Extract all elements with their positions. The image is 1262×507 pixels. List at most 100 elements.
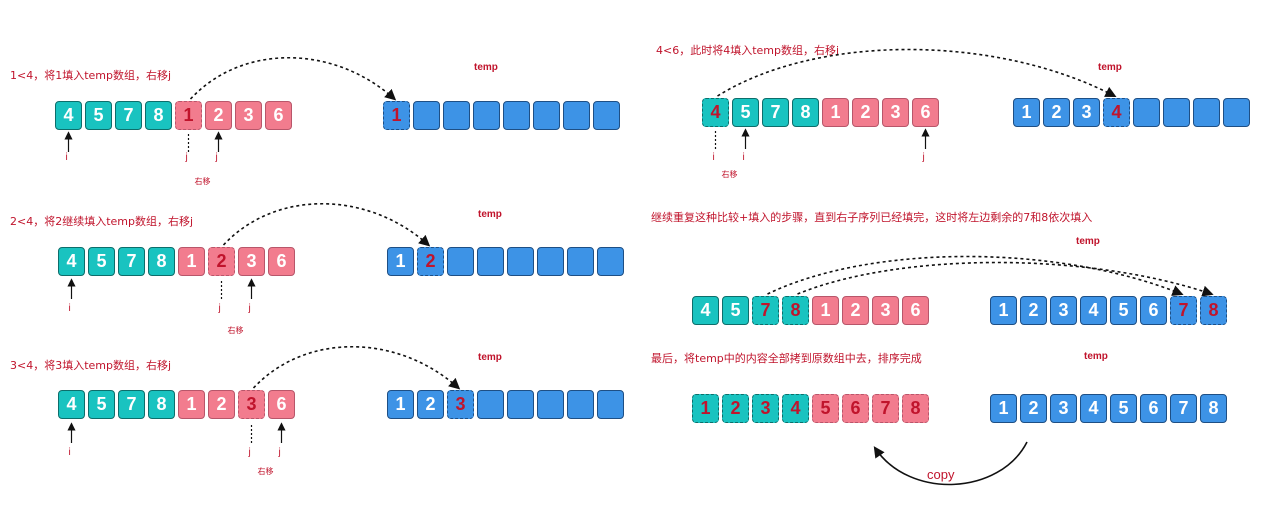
array-cell: 2 (722, 394, 749, 423)
temp-cell: 2 (1043, 98, 1070, 127)
array-cell: 5 (732, 98, 759, 127)
temp-cell: 1 (387, 390, 414, 419)
array-cell: 1 (692, 394, 719, 423)
temp-cell (473, 101, 500, 130)
temp-cell: 2 (1020, 296, 1047, 325)
pointer-label-i: i (712, 152, 715, 163)
array-cell: 1 (822, 98, 849, 127)
array-cell: 6 (842, 394, 869, 423)
temp-cell: 1 (1013, 98, 1040, 127)
array-cell: 4 (782, 394, 809, 423)
move-arrow (222, 202, 431, 247)
array-cell: 3 (882, 98, 909, 127)
shift-label: 右移 (227, 326, 244, 335)
temp-cell (507, 247, 534, 276)
step-caption: 4<6，此时将4填入temp数组，右移i (656, 44, 840, 57)
temp-cell (503, 101, 530, 130)
step-caption: 3<4，将3填入temp数组，右移j (10, 359, 172, 372)
array-cell: 2 (852, 98, 879, 127)
pointer-label-j: j (215, 152, 218, 163)
temp-cell: 6 (1140, 394, 1167, 423)
temp-cell (1133, 98, 1160, 127)
array-cell: 4 (55, 101, 82, 130)
temp-cell: 8 (1200, 394, 1227, 423)
array-cell: 7 (872, 394, 899, 423)
temp-cell: 8 (1200, 296, 1227, 325)
array-cell: 8 (902, 394, 929, 423)
temp-label: temp (1076, 236, 1100, 247)
array-cell: 6 (268, 247, 295, 276)
temp-cell (447, 247, 474, 276)
move-arrow (252, 345, 461, 390)
temp-cell: 7 (1170, 394, 1197, 423)
array-cell: 1 (178, 247, 205, 276)
temp-cell (477, 247, 504, 276)
temp-cell: 2 (417, 247, 444, 276)
temp-cell: 3 (447, 390, 474, 419)
array-cell: 8 (145, 101, 172, 130)
step-caption: 2<4，将2继续填入temp数组，右移j (10, 215, 194, 228)
temp-cell (477, 390, 504, 419)
array-cell: 2 (208, 247, 235, 276)
move-arrow (767, 255, 1184, 296)
array-cell: 8 (148, 247, 175, 276)
array-cell: 5 (88, 390, 115, 419)
array-cell: 6 (912, 98, 939, 127)
shift-label: 右移 (721, 170, 738, 179)
copy-label: copy (927, 467, 955, 482)
temp-cell: 1 (990, 296, 1017, 325)
temp-cell (1193, 98, 1220, 127)
array-cell: 8 (792, 98, 819, 127)
step-caption: 1<4，将1填入temp数组，右移j (10, 69, 172, 82)
array-cell: 1 (812, 296, 839, 325)
move-arrow (797, 261, 1214, 297)
temp-cell: 7 (1170, 296, 1197, 325)
pointer-label-i: i (68, 447, 71, 458)
temp-cell: 6 (1140, 296, 1167, 325)
copy-arrow (873, 441, 1028, 486)
array-cell: 1 (178, 390, 205, 419)
pointer-label-j: j (922, 152, 925, 163)
pointer-label-j: j (218, 303, 221, 314)
array-cell: 6 (902, 296, 929, 325)
temp-label: temp (474, 62, 498, 73)
array-cell: 8 (782, 296, 809, 325)
temp-cell (537, 390, 564, 419)
temp-cell (413, 101, 440, 130)
pointer-label-j: j (185, 152, 188, 163)
array-cell: 5 (85, 101, 112, 130)
array-cell: 2 (842, 296, 869, 325)
temp-cell: 1 (383, 101, 410, 130)
pointer-label-i: i (68, 303, 71, 314)
temp-cell (593, 101, 620, 130)
temp-cell (537, 247, 564, 276)
pointer-label-j: j (278, 447, 281, 458)
temp-label: temp (1098, 62, 1122, 73)
temp-cell (563, 101, 590, 130)
array-cell: 7 (762, 98, 789, 127)
temp-cell: 4 (1103, 98, 1130, 127)
array-cell: 7 (118, 247, 145, 276)
shift-label: 右移 (194, 177, 211, 186)
temp-cell: 1 (990, 394, 1017, 423)
temp-cell: 4 (1080, 394, 1107, 423)
array-cell: 3 (238, 247, 265, 276)
temp-cell (443, 101, 470, 130)
pointer-label-i: i (742, 152, 745, 163)
array-cell: 7 (752, 296, 779, 325)
array-cell: 3 (872, 296, 899, 325)
array-cell: 2 (208, 390, 235, 419)
temp-cell (597, 247, 624, 276)
array-cell: 1 (175, 101, 202, 130)
temp-cell: 2 (417, 390, 444, 419)
array-cell: 6 (265, 101, 292, 130)
array-cell: 5 (722, 296, 749, 325)
pointer-label-i: i (65, 152, 68, 163)
temp-cell: 3 (1050, 296, 1077, 325)
temp-cell: 5 (1110, 296, 1137, 325)
temp-cell (567, 247, 594, 276)
step-caption: 继续重复这种比较+填入的步骤，直到右子序列已经填完，这时将左边剩余的7和8依次填… (651, 211, 1093, 224)
temp-cell: 2 (1020, 394, 1047, 423)
